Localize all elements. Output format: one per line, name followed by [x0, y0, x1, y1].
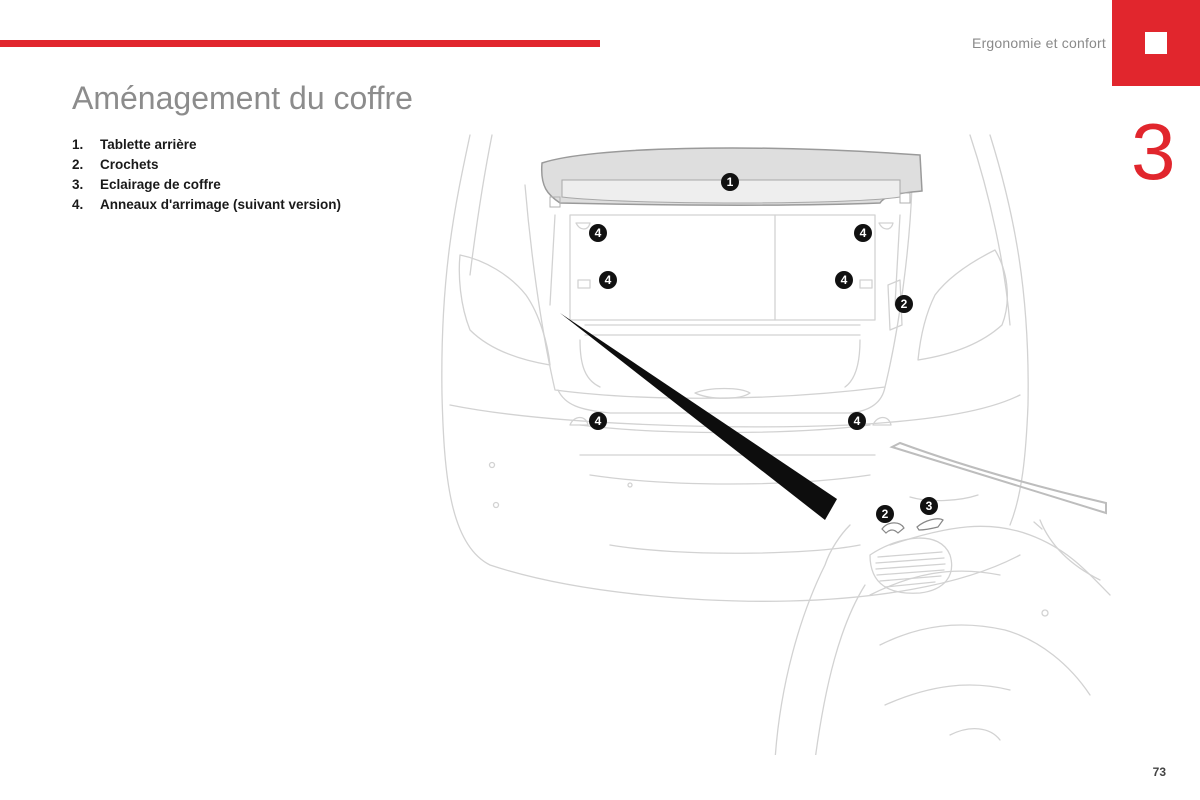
section-title: Ergonomie et confort	[972, 35, 1106, 51]
legend-item: 3. Eclairage de coffre	[72, 175, 341, 195]
legend-label: Crochets	[100, 157, 159, 172]
callout-1: 1	[721, 173, 739, 191]
legend-item: 4. Anneaux d'arrimage (suivant version)	[72, 195, 341, 215]
legend-label: Eclairage de coffre	[100, 177, 221, 192]
legend-number: 2.	[72, 157, 84, 172]
trunk-illustration: 1 4 4 4 4 2 4 4	[441, 134, 1111, 755]
chapter-tab	[1112, 0, 1200, 86]
legend-label: Anneaux d'arrimage (suivant version)	[100, 197, 342, 212]
page-title: Aménagement du coffre	[72, 80, 413, 116]
callout-4-mid-right: 4	[835, 271, 853, 289]
callout-4-top-left: 4	[589, 224, 607, 242]
callout-3-inset: 3	[920, 497, 938, 515]
callout-2-main: 2	[895, 295, 913, 313]
legend-item: 2. Crochets	[72, 155, 341, 175]
chapter-number: 3	[1131, 107, 1176, 196]
callout-4-bottom-left: 4	[589, 412, 607, 430]
callout-4-number: 4	[860, 226, 867, 240]
callout-4-number: 4	[854, 414, 861, 428]
header-red-bar	[0, 40, 600, 47]
callout-4-mid-left: 4	[599, 271, 617, 289]
callout-2-inset: 2	[876, 505, 894, 523]
page-number: 73	[1152, 765, 1166, 779]
legend-number: 1.	[72, 137, 84, 152]
legend-label: Tablette arrière	[100, 137, 197, 152]
chapter-square-icon	[1145, 32, 1167, 54]
legend-number: 4.	[72, 197, 84, 212]
legend-item: 1. Tablette arrière	[72, 135, 341, 155]
callout-4-number: 4	[595, 414, 602, 428]
callout-4-number: 4	[595, 226, 602, 240]
legend-list: 1. Tablette arrière 2. Crochets 3. Eclairag…	[72, 135, 341, 215]
callout-4-top-right: 4	[854, 224, 872, 242]
callout-4-number: 4	[605, 273, 612, 287]
callout-2-number: 2	[882, 507, 889, 521]
callout-4-bottom-right: 4	[848, 412, 866, 430]
callout-4-number: 4	[841, 273, 848, 287]
callout-3-number: 3	[926, 499, 933, 513]
callout-2-number: 2	[901, 297, 908, 311]
callout-1-number: 1	[727, 175, 734, 189]
legend-number: 3.	[72, 177, 84, 192]
